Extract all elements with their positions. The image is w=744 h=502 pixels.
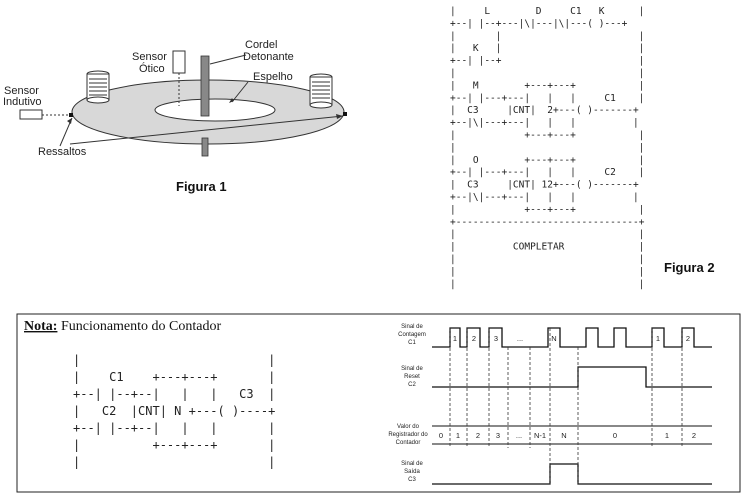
- ladder-line: | |: [450, 266, 644, 277]
- right-spool: [309, 73, 333, 109]
- register-value: 0: [439, 431, 443, 440]
- pulse-label: ...: [517, 334, 523, 343]
- label-cordel-2: Detonante: [243, 51, 294, 63]
- nota-ladder: | | | C1 +---+---+ | +--| |--+--| | | C3 |…: [73, 353, 275, 469]
- svg-text:C1: C1: [408, 340, 416, 346]
- signal-label-c3: Sinal de Saída C3: [401, 461, 423, 483]
- figure2-ladder: | L D C1 K |+--| |--+---|\|---|\|---( )-…: [450, 6, 645, 290]
- ladder-line: | +---+---+ |: [73, 438, 275, 452]
- figure1-drawing: [19, 50, 347, 157]
- svg-text:Reset: Reset: [404, 374, 420, 380]
- pulse-label: 2: [686, 334, 690, 343]
- timing-diagram: Sinal de Contagem C1 Sinal de Reset C2 V…: [388, 324, 712, 485]
- register-value: 1: [665, 431, 669, 440]
- pulse-label: 3: [494, 334, 498, 343]
- pulse-labels: 1 2 3 ... N 1 2: [453, 334, 690, 343]
- c2-waveform: [432, 366, 712, 388]
- svg-text:Saída: Saída: [404, 469, 420, 475]
- ladder-line: | C2 |CNT| N +---( )----+: [73, 404, 275, 418]
- ladder-line: +--|\|---+---| | | |: [450, 118, 639, 129]
- ladder-line: | +---+---+ |: [450, 204, 644, 215]
- c3-waveform: [432, 463, 712, 485]
- ladder-line: +--| |--+---|\|---|\|---( )---+: [450, 18, 628, 29]
- ladder-line: +--| |--+--| | | |: [73, 421, 275, 435]
- signal-label-c2: Sinal de Reset C2: [401, 366, 423, 388]
- timing-guides: [449, 328, 683, 484]
- ladder-line: | |: [450, 142, 644, 153]
- svg-text:C2: C2: [408, 382, 416, 388]
- ladder-line: | |: [450, 254, 644, 265]
- register-value: N-1: [534, 431, 546, 440]
- label-sensor-indutivo-1: Sensor: [4, 85, 39, 97]
- ladder-line: +--| |--+--| | | C3 |: [73, 387, 275, 401]
- nota-box: [16, 313, 741, 493]
- register-value: 2: [476, 431, 480, 440]
- nota-subtitle: Funcionamento do Contador: [57, 319, 221, 334]
- optical-sensor: [172, 50, 186, 74]
- register-value: 2: [692, 431, 696, 440]
- nota-heading: Nota: Funcionamento do Contador: [24, 319, 221, 334]
- nota-title: Nota:: [24, 319, 57, 334]
- ladder-line: +--| |---+---| | | C2 |: [450, 167, 644, 178]
- label-sensor-indutivo-2: Indutivo: [3, 96, 42, 108]
- label-sensor-otico-1: Sensor: [132, 51, 167, 63]
- ladder-line: | C3 |CNT| 12+---( )-------+: [450, 180, 639, 191]
- svg-text:C3: C3: [408, 477, 416, 483]
- svg-text:Contador: Contador: [396, 440, 421, 446]
- cordel-detonante: [200, 55, 210, 117]
- mirror: [154, 98, 276, 122]
- svg-text:Sinal de: Sinal de: [401, 366, 423, 372]
- ladder-line: | |: [73, 455, 275, 469]
- inductive-sensor: [19, 109, 43, 120]
- ladder-line: | |: [73, 353, 275, 367]
- register-value: ...: [516, 431, 522, 440]
- pulse-label: 1: [453, 334, 457, 343]
- ladder-line: | O +---+---+ |: [450, 155, 644, 166]
- c1-waveform: [432, 327, 712, 348]
- register-value: 3: [496, 431, 500, 440]
- label-cordel-1: Cordel: [245, 39, 277, 51]
- ladder-line: +--| |---+---| | | C1 |: [450, 93, 644, 104]
- ladder-line: | | |: [450, 31, 644, 42]
- svg-text:Sinal de: Sinal de: [401, 461, 423, 467]
- signal-label-c1: Sinal de Contagem C1: [398, 324, 426, 346]
- register-values: 0 1 2 3 ... N-1 N 0 1 2: [439, 431, 696, 440]
- svg-text:Sinal de: Sinal de: [401, 324, 423, 330]
- ladder-line: | |: [450, 229, 644, 240]
- label-ressaltos: Ressaltos: [38, 146, 87, 158]
- svg-text:Valor do: Valor do: [397, 424, 420, 430]
- svg-text:Registrador do: Registrador do: [388, 432, 428, 438]
- ladder-line: | C1 +---+---+ |: [73, 370, 275, 384]
- ladder-line: | L D C1 K |: [450, 6, 644, 17]
- ladder-line: | |: [450, 68, 644, 79]
- pulse-label: 2: [472, 334, 476, 343]
- left-spool: [86, 70, 110, 104]
- ladder-line: | +---+---+ |: [450, 130, 644, 141]
- ladder-line: | C3 |CNT| 2+---( )-------+: [450, 105, 639, 116]
- cam-left: [69, 113, 73, 117]
- register-value: N: [561, 431, 566, 440]
- ladder-line: | M +---+---+ |: [450, 80, 644, 91]
- label-espelho: Espelho: [253, 71, 293, 83]
- signal-label-register: Valor do Registrador do Contador: [388, 424, 428, 446]
- figure2-caption: Figura 2: [664, 260, 715, 275]
- ladder-line: | COMPLETAR |: [450, 242, 644, 253]
- register-value: 0: [613, 431, 617, 440]
- ladder-line: | K | |: [450, 43, 644, 54]
- ladder-line: +--| |--+ |: [450, 56, 644, 67]
- ladder-line: +--|\|---+---| | | |: [450, 192, 639, 203]
- pulse-label: 1: [656, 334, 660, 343]
- figure1-caption: Figura 1: [176, 179, 227, 194]
- ladder-line: | |: [450, 279, 644, 290]
- cam-right: [343, 112, 347, 116]
- pulse-label: N: [551, 334, 556, 343]
- ladder-line: +--------------------------------+: [450, 217, 645, 228]
- svg-text:Contagem: Contagem: [398, 332, 426, 338]
- label-sensor-otico-2: Ótico: [139, 62, 165, 75]
- cordel-detonante-bottom: [201, 137, 209, 157]
- register-value: 1: [456, 431, 460, 440]
